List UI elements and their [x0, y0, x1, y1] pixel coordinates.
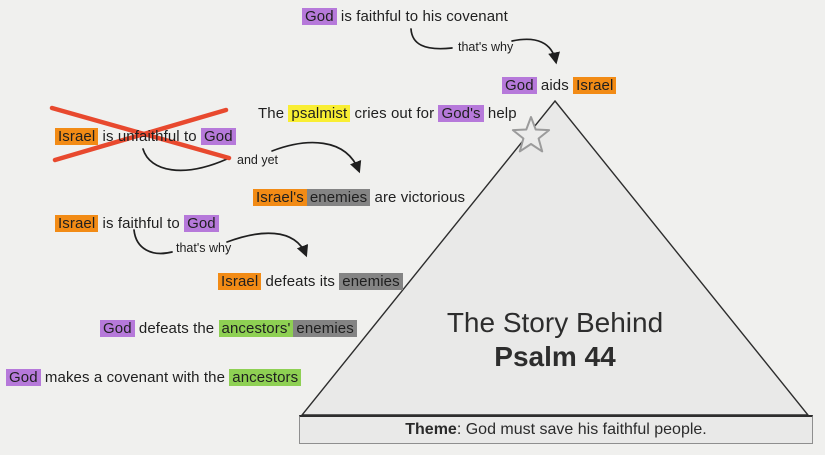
statement-text: are victorious — [370, 189, 466, 206]
statement-text: The — [258, 105, 289, 122]
pyramid-title-line2: Psalm 44 — [494, 341, 616, 372]
statement-text: is unfaithful to — [98, 128, 201, 145]
connector-label-thats-why-lower: that's why — [176, 241, 232, 255]
connector-label-thats-why-top: that's why — [458, 40, 514, 54]
theme-text: : God must save his faithful people. — [456, 421, 707, 438]
statement-text: is faithful to his covenant — [336, 8, 508, 25]
statement-god-faithful-covenant: God is faithful to his covenant — [302, 6, 508, 27]
statement-text: cries out for — [350, 105, 439, 122]
statement-israel-unfaithful: Israel is unfaithful to God — [55, 126, 236, 147]
highlight-gray: enemies — [306, 189, 371, 206]
statement-text: makes a covenant with the — [40, 369, 230, 386]
highlight-orange: Israel's — [253, 189, 307, 206]
highlight-purple: God — [100, 320, 135, 337]
highlight-orange: Israel — [55, 215, 99, 232]
theme-bar: Theme: God must save his faithful people… — [299, 415, 813, 444]
highlight-orange: Israel — [55, 128, 99, 145]
arrow-label-to-enemies-victorious — [271, 141, 362, 174]
highlight-green: ancestors' — [218, 320, 294, 337]
highlight-gray: enemies — [293, 320, 357, 337]
highlight-orange: Israel — [573, 77, 617, 94]
statement-text: help — [483, 105, 517, 122]
arrow-label-to-god-aids — [511, 38, 560, 65]
statement-text: is faithful to — [98, 215, 185, 232]
highlight-orange: Israel — [218, 273, 262, 290]
highlight-gray: enemies — [339, 273, 403, 290]
arrow-faithful-to-label — [133, 229, 173, 255]
crossout-x-icon — [49, 105, 232, 163]
star-icon — [511, 116, 551, 153]
arrow-covenant-to-label — [410, 28, 453, 50]
statement-text: defeats its — [261, 273, 340, 290]
highlight-green: ancestors — [229, 369, 302, 386]
arrow-label-to-defeats-enemies — [226, 232, 309, 258]
statement-text: aids — [536, 77, 574, 94]
pyramid-title: The Story Behind Psalm 44 — [405, 306, 705, 374]
highlight-purple: God's — [438, 105, 484, 122]
statement-god-defeats-enemies: God defeats the ancestors'enemies — [100, 318, 357, 339]
highlight-purple: God — [184, 215, 219, 232]
highlight-yellow: psalmist — [288, 105, 351, 122]
connector-label-and-yet: and yet — [237, 153, 279, 167]
statement-text: defeats the — [134, 320, 219, 337]
pyramid-title-line1: The Story Behind — [446, 307, 664, 338]
highlight-purple: God — [302, 8, 337, 25]
statement-israel-defeats-enemies: Israel defeats its enemies — [218, 271, 403, 292]
highlight-purple: God — [200, 128, 236, 145]
statement-god-aids-israel: God aids Israel — [502, 75, 617, 96]
statement-god-makes-covenant: God makes a covenant with the ancestors — [6, 367, 302, 388]
highlight-purple: God — [502, 77, 537, 94]
highlight-purple: God — [6, 369, 41, 386]
arrow-unfaithful-to-label — [142, 148, 228, 172]
theme-label: Theme — [405, 421, 457, 438]
statement-psalmist-cries: The psalmist cries out for God's help — [258, 103, 517, 124]
statement-israel-faithful: Israel is faithful to God — [55, 213, 219, 234]
